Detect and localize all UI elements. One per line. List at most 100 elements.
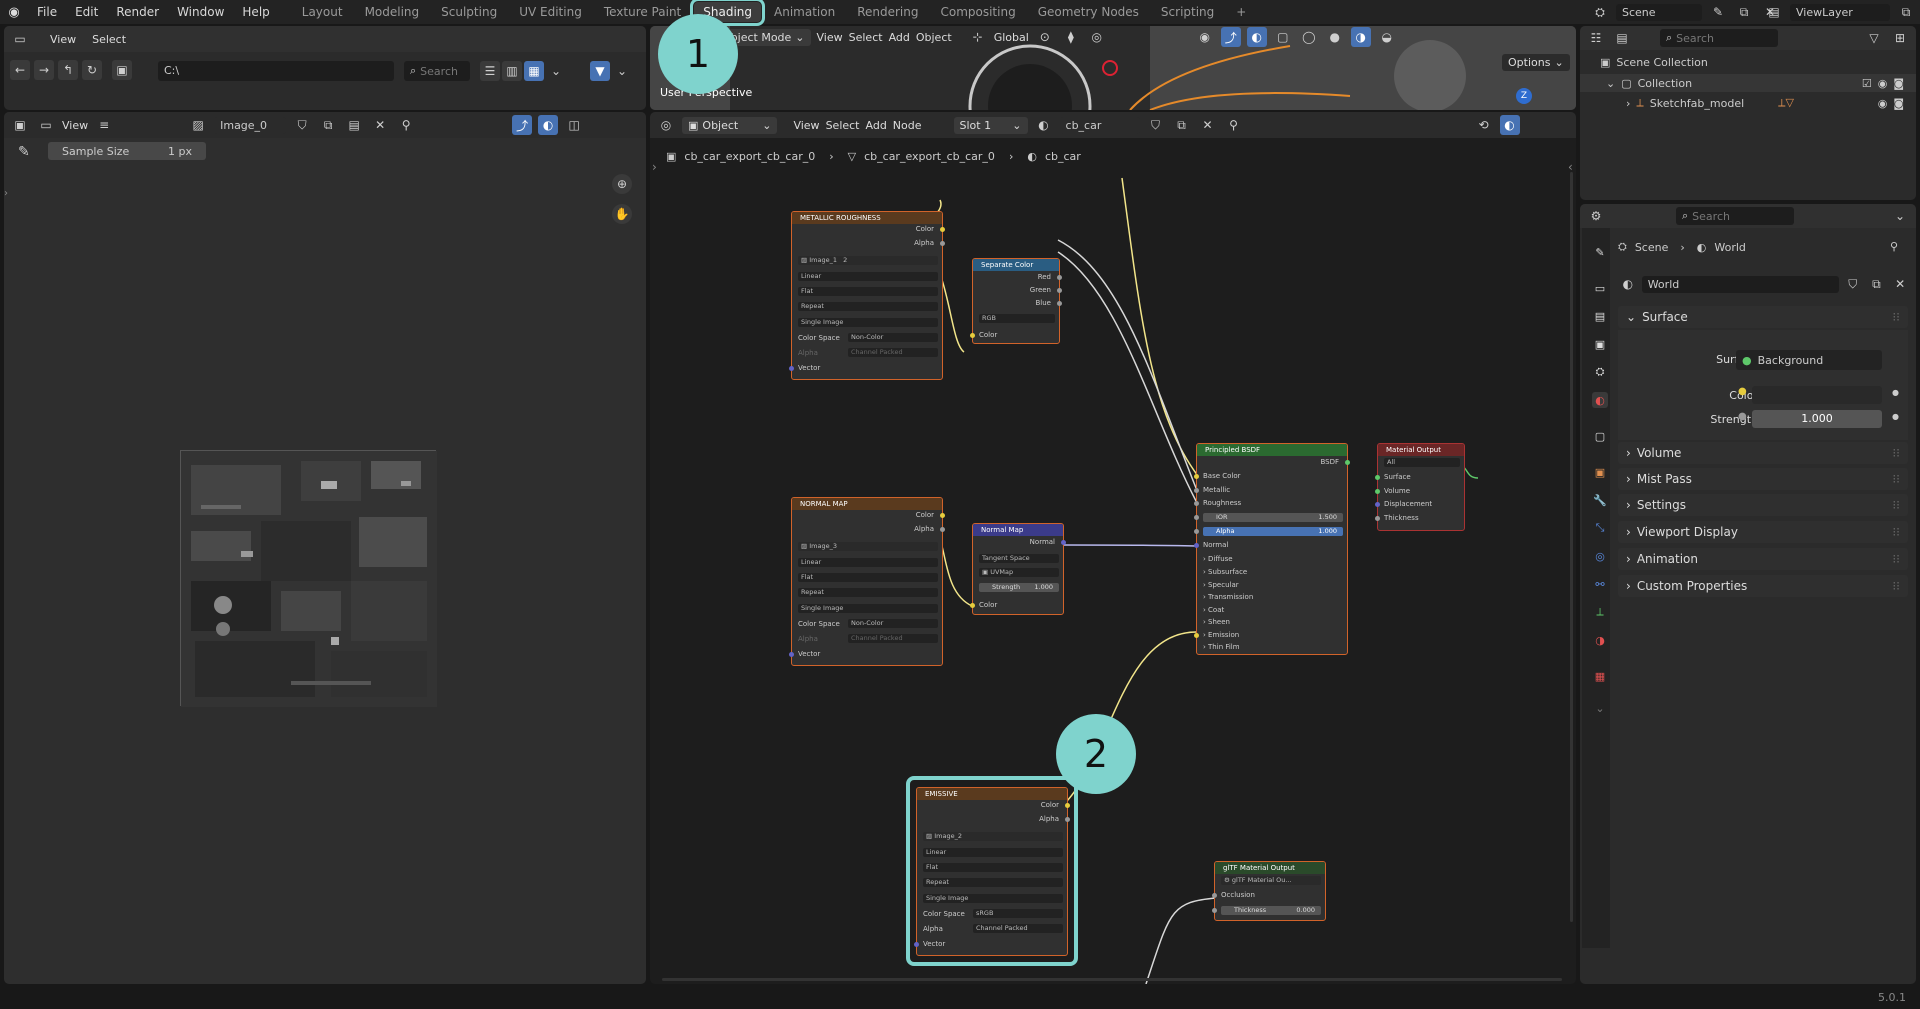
node-group-selector[interactable]: ⚙ glTF Material Ou...: [1221, 876, 1321, 885]
material-output-node[interactable]: Material Output All Surface Volume Displ…: [1375, 443, 1465, 531]
tab-geometry-nodes[interactable]: Geometry Nodes: [1037, 5, 1139, 19]
particles-tab-icon[interactable]: ⤡: [1595, 521, 1605, 534]
new-folder-icon[interactable]: ▣: [112, 60, 132, 80]
input-emission-socket[interactable]: [1194, 633, 1199, 638]
breadcrumb-object[interactable]: cb_car_export_cb_car_0: [684, 150, 816, 163]
output-alpha-socket[interactable]: [1065, 817, 1070, 822]
input-alpha-socket[interactable]: [1194, 529, 1199, 534]
node-select-menu[interactable]: Select: [825, 118, 860, 132]
keyframe-dot-icon[interactable]: ●: [1892, 388, 1899, 397]
proportional-edit-icon[interactable]: ◎: [1091, 30, 1103, 44]
view-layer-tab-icon[interactable]: ▣: [1594, 337, 1606, 351]
transform-orientation-icon[interactable]: ⊹: [972, 30, 983, 44]
unlink-material-icon[interactable]: ✕: [1202, 118, 1213, 132]
slot-dropdown[interactable]: Slot 1⌄: [953, 116, 1028, 134]
eye-icon[interactable]: ◉: [1877, 96, 1888, 110]
tab-sculpting[interactable]: Sculpting: [441, 5, 498, 19]
world-tab-icon[interactable]: ◐: [1592, 392, 1608, 408]
output-alpha-socket[interactable]: [940, 527, 945, 532]
input-volume-socket[interactable]: [1375, 489, 1380, 494]
overlay-icon[interactable]: ◐: [1246, 27, 1267, 47]
open-image-icon[interactable]: ▤: [348, 118, 360, 132]
image-selector[interactable]: ▨ Image_3: [798, 542, 938, 551]
editor-type-icon[interactable]: ☷: [1590, 31, 1602, 45]
viewport-object-menu[interactable]: Object: [915, 30, 952, 44]
add-workspace-button[interactable]: +: [1236, 5, 1247, 19]
scene-name-field[interactable]: Scene: [1616, 3, 1702, 21]
section-thin-film[interactable]: › Thin Film: [1203, 643, 1240, 651]
section-transmission[interactable]: › Transmission: [1203, 593, 1254, 601]
image-texture-node-emissive[interactable]: EMISSIVE Color Alpha ▨ Image_2 Linear Fl…: [914, 787, 1070, 956]
properties-search-input[interactable]: ⌕ Search: [1676, 207, 1794, 225]
breadcrumb-world[interactable]: World: [1714, 240, 1746, 254]
texture-preview[interactable]: [180, 450, 437, 707]
custom-properties-panel-header[interactable]: ›Custom Properties⁝⁝: [1618, 575, 1908, 597]
modifier-tab-icon[interactable]: 🔧: [1593, 493, 1607, 507]
section-specular[interactable]: › Specular: [1203, 581, 1239, 589]
input-surface-socket[interactable]: [1375, 475, 1380, 480]
display-channels-icon[interactable]: ◫: [568, 118, 580, 132]
duplicate-image-icon[interactable]: ⧉: [323, 117, 333, 132]
checkbox-icon[interactable]: ☑: [1861, 76, 1872, 90]
chevron-down-icon[interactable]: ⌄: [1894, 209, 1906, 223]
tab-layout[interactable]: Layout: [301, 5, 343, 19]
menu-help[interactable]: Help: [242, 5, 270, 19]
mode-icon[interactable]: ▭: [40, 118, 52, 132]
drag-handle-icon[interactable]: ⁝⁝: [1892, 310, 1900, 324]
filter-icon[interactable]: ▼: [590, 61, 610, 81]
node-view-menu[interactable]: View: [793, 118, 820, 132]
new-scene-icon[interactable]: ⧉: [1739, 4, 1749, 19]
section-coat[interactable]: › Coat: [1203, 606, 1225, 614]
render-tab-icon[interactable]: ▭: [1594, 281, 1606, 295]
unlink-image-icon[interactable]: ✕: [375, 118, 386, 132]
camera-icon[interactable]: ◙: [1893, 76, 1904, 90]
color-space-dropdown[interactable]: Non-Color: [848, 619, 938, 628]
pin-icon[interactable]: ⚲: [1890, 240, 1899, 253]
principled-bsdf-node[interactable]: Principled BSDF BSDF Base Color Metallic…: [1194, 443, 1350, 655]
space-dropdown[interactable]: Tangent Space: [979, 554, 1059, 563]
solid-shading-icon[interactable]: ●: [1329, 30, 1341, 44]
alpha-mode-dropdown[interactable]: Channel Packed: [848, 634, 938, 643]
menu-window[interactable]: Window: [177, 5, 225, 19]
xray-icon[interactable]: ▢: [1277, 30, 1289, 44]
file-search-input[interactable]: ⌕ Search: [404, 61, 470, 81]
tab-compositing[interactable]: Compositing: [940, 5, 1016, 19]
back-arrow-icon[interactable]: ←: [10, 60, 30, 80]
output-color-socket[interactable]: [940, 513, 945, 518]
eyedropper-icon[interactable]: ✎: [18, 144, 30, 160]
output-normal-socket[interactable]: [1061, 540, 1066, 545]
new-view-layer-icon[interactable]: ⧉: [1901, 4, 1911, 19]
delete-scene-icon[interactable]: ✕: [1764, 5, 1776, 19]
collection-tab-icon[interactable]: ▢: [1594, 429, 1606, 443]
gltf-material-output-node[interactable]: glTF Material Output ⚙ glTF Material Ou.…: [1212, 861, 1326, 921]
surface-shader-field[interactable]: ● Background: [1736, 350, 1882, 370]
source-dropdown[interactable]: Single Image: [798, 604, 938, 613]
projection-dropdown[interactable]: Flat: [923, 863, 1063, 872]
target-dropdown[interactable]: All: [1384, 458, 1460, 467]
surface-panel-header[interactable]: ⌄ Surface ⁝⁝: [1618, 306, 1908, 328]
world-browse-icon[interactable]: ◐: [1622, 277, 1634, 291]
zoom-icon[interactable]: ⊕: [612, 174, 632, 194]
scene-icon[interactable]: ⛭: [1595, 4, 1605, 19]
input-base-color-socket[interactable]: [1194, 474, 1199, 479]
pin-icon[interactable]: ⚲: [1229, 118, 1238, 132]
input-vector-socket[interactable]: [914, 942, 919, 947]
overlay-icon[interactable]: ◐: [538, 115, 559, 135]
output-color-socket[interactable]: [940, 227, 945, 232]
projection-dropdown[interactable]: Flat: [798, 287, 938, 296]
alpha-mode-dropdown[interactable]: Channel Packed: [848, 348, 938, 357]
input-thickness-socket[interactable]: [1212, 908, 1217, 913]
color-space-dropdown[interactable]: Non-Color: [848, 333, 938, 342]
viewport-view-menu[interactable]: View: [816, 30, 843, 44]
texture-tab-icon[interactable]: ▦: [1594, 669, 1606, 683]
breadcrumb-scene[interactable]: Scene: [1634, 240, 1669, 254]
material-shading-icon[interactable]: ◑: [1350, 27, 1371, 47]
keyframe-dot-icon[interactable]: ●: [1892, 412, 1899, 421]
pan-hand-icon[interactable]: ✋: [612, 204, 632, 224]
interpolation-dropdown[interactable]: Linear: [798, 558, 938, 567]
tab-scripting[interactable]: Scripting: [1160, 5, 1215, 19]
input-color-socket[interactable]: [970, 333, 975, 338]
editor-type-icon[interactable]: ◎: [660, 118, 672, 132]
viewport-add-menu[interactable]: Add: [888, 30, 910, 44]
